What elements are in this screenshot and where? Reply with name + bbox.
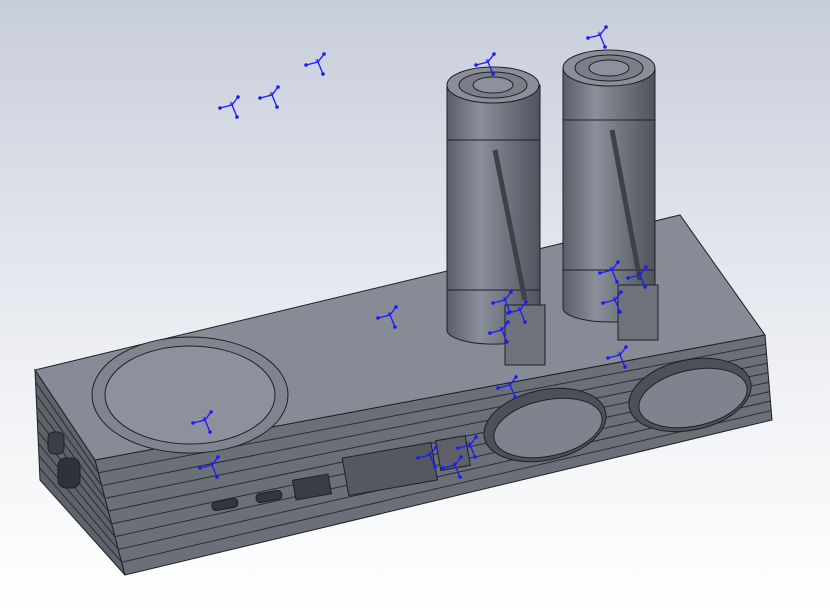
svg-text:*: * bbox=[467, 441, 472, 451]
svg-text:*: * bbox=[609, 266, 614, 276]
svg-text:*: * bbox=[485, 58, 490, 68]
svg-text:*: * bbox=[209, 461, 214, 471]
usb-c-port-1 bbox=[211, 497, 239, 512]
svg-text:*: * bbox=[387, 311, 392, 321]
side-button-1 bbox=[47, 431, 65, 455]
coordinate-triad-icon[interactable]: * bbox=[601, 290, 623, 314]
coordinate-triad-icon[interactable]: * bbox=[258, 85, 280, 109]
coordinate-triad-icon[interactable]: * bbox=[441, 455, 463, 479]
rib-line bbox=[35, 381, 99, 474]
coordinate-triad-icon[interactable]: * bbox=[586, 25, 608, 49]
coordinate-triad-icon[interactable]: * bbox=[304, 52, 326, 76]
coordinate-triad-icon[interactable]: * bbox=[598, 260, 620, 284]
svg-text:*: * bbox=[499, 326, 504, 336]
svg-text:*: * bbox=[229, 101, 234, 111]
coordinate-triad-icon[interactable]: * bbox=[376, 305, 398, 329]
svg-text:*: * bbox=[315, 58, 320, 68]
battery-right bbox=[562, 49, 659, 341]
svg-text:*: * bbox=[617, 351, 622, 361]
coordinate-triad-icon[interactable]: * bbox=[198, 455, 220, 479]
svg-text:*: * bbox=[202, 416, 207, 426]
usb-c-port-2 bbox=[255, 489, 283, 504]
model-base[interactable] bbox=[34, 214, 773, 576]
coordinate-triad-icon[interactable]: * bbox=[626, 265, 648, 289]
svg-text:*: * bbox=[452, 461, 457, 471]
rib-line bbox=[36, 406, 106, 499]
svg-text:*: * bbox=[269, 91, 274, 101]
svg-text:*: * bbox=[637, 271, 642, 281]
coordinate-triad-icon[interactable]: * bbox=[488, 320, 510, 344]
coordinate-triad-icon[interactable]: * bbox=[456, 435, 478, 459]
svg-text:*: * bbox=[517, 306, 522, 316]
svg-text:*: * bbox=[502, 296, 507, 306]
battery-cylinders[interactable] bbox=[446, 49, 659, 366]
coordinate-triad-icon[interactable]: * bbox=[191, 410, 213, 434]
rib-line bbox=[37, 443, 116, 537]
charging-pad-inner bbox=[104, 345, 276, 445]
svg-text:*: * bbox=[427, 451, 432, 461]
rib-line bbox=[35, 394, 103, 486]
rib-line bbox=[121, 410, 772, 563]
coordinate-triad-icon[interactable]: * bbox=[491, 290, 513, 314]
battery-left bbox=[446, 66, 546, 366]
svg-text:*: * bbox=[507, 381, 512, 391]
coordinate-triad-icon[interactable]: * bbox=[506, 300, 528, 324]
coordinate-triad-icon[interactable]: * bbox=[416, 445, 438, 469]
usb-a-port bbox=[291, 473, 333, 501]
svg-text:*: * bbox=[597, 31, 602, 41]
front-hole-2-floor bbox=[638, 367, 748, 429]
side-button-2 bbox=[57, 457, 81, 489]
coordinate-triad-icon[interactable]: * bbox=[218, 95, 240, 119]
rib-line bbox=[39, 467, 123, 563]
svg-text:*: * bbox=[612, 296, 617, 306]
coordinate-triad-icon[interactable]: * bbox=[496, 375, 518, 399]
front-hole-1-floor bbox=[493, 397, 603, 459]
display-window bbox=[341, 441, 439, 497]
rib-line bbox=[38, 455, 119, 550]
coordinate-triads: * * * * * * * * * * * * * * * * * * * bbox=[191, 25, 648, 479]
coordinate-triad-icon[interactable]: * bbox=[606, 345, 628, 369]
coordinate-triad-icon[interactable]: * bbox=[474, 52, 496, 76]
